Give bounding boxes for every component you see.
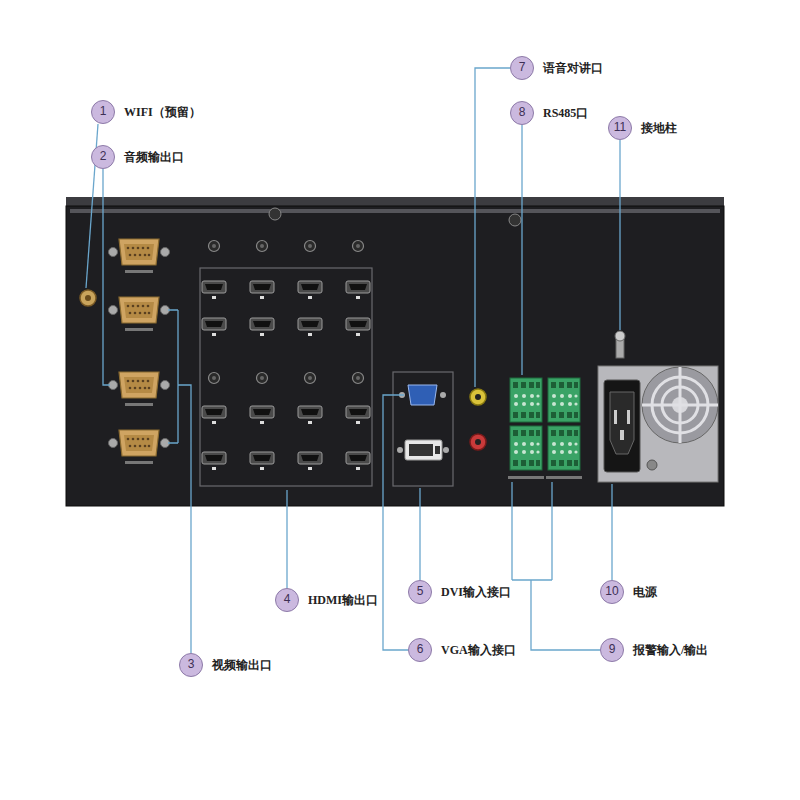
callout-marker: 4HDMI输出口	[275, 588, 299, 612]
callout-label: RS485口	[541, 105, 590, 122]
callout-number: 8	[511, 102, 533, 124]
callout-label: 语音对讲口	[541, 60, 605, 77]
callout-number: 1	[92, 101, 114, 123]
callout-number: 7	[511, 57, 533, 79]
callout-marker: 11接地柱	[608, 116, 632, 140]
dvi-port	[405, 440, 442, 460]
callout-number: 2	[92, 146, 114, 168]
callout-marker: 6VGA输入接口	[408, 638, 432, 662]
callout-marker: 3视频输出口	[179, 653, 203, 677]
callout-label: 报警输入/输出	[631, 642, 710, 659]
callout-label: 接地柱	[639, 120, 679, 137]
callout-marker: 9报警输入/输出	[600, 638, 624, 662]
callout-marker: 8RS485口	[510, 101, 534, 125]
callout-number: 6	[409, 639, 431, 661]
callout-number: 9	[601, 639, 623, 661]
callout-marker: 1WIFI（预留）	[91, 100, 115, 124]
leader-lines	[86, 68, 620, 653]
vga-port	[408, 385, 437, 405]
callout-label: DVI输入接口	[439, 584, 513, 601]
audio-jack	[470, 389, 486, 405]
hdmi-panel	[200, 268, 372, 486]
psu-plate	[598, 366, 718, 482]
callout-label: HDMI输出口	[306, 592, 380, 609]
callout-marker: 10电源	[600, 580, 624, 604]
callout-number: 10	[601, 581, 623, 603]
power-socket	[604, 380, 640, 472]
callout-marker: 7语音对讲口	[510, 56, 534, 80]
antenna-connector	[80, 290, 96, 306]
callout-label: WIFI（预留）	[122, 104, 203, 121]
audio-jack	[470, 434, 486, 450]
callout-label: 电源	[631, 584, 659, 601]
callout-marker: 2音频输出口	[91, 145, 115, 169]
callout-number: 5	[409, 581, 431, 603]
chassis	[66, 206, 724, 506]
callout-marker: 5DVI输入接口	[408, 580, 432, 604]
callout-label: 视频输出口	[210, 657, 274, 674]
fan-grille	[642, 367, 718, 443]
callout-number: 4	[276, 589, 298, 611]
callout-number: 3	[180, 654, 202, 676]
callout-label: VGA输入接口	[439, 642, 518, 659]
callout-label: 音频输出口	[122, 149, 186, 166]
callout-number: 11	[609, 117, 631, 139]
